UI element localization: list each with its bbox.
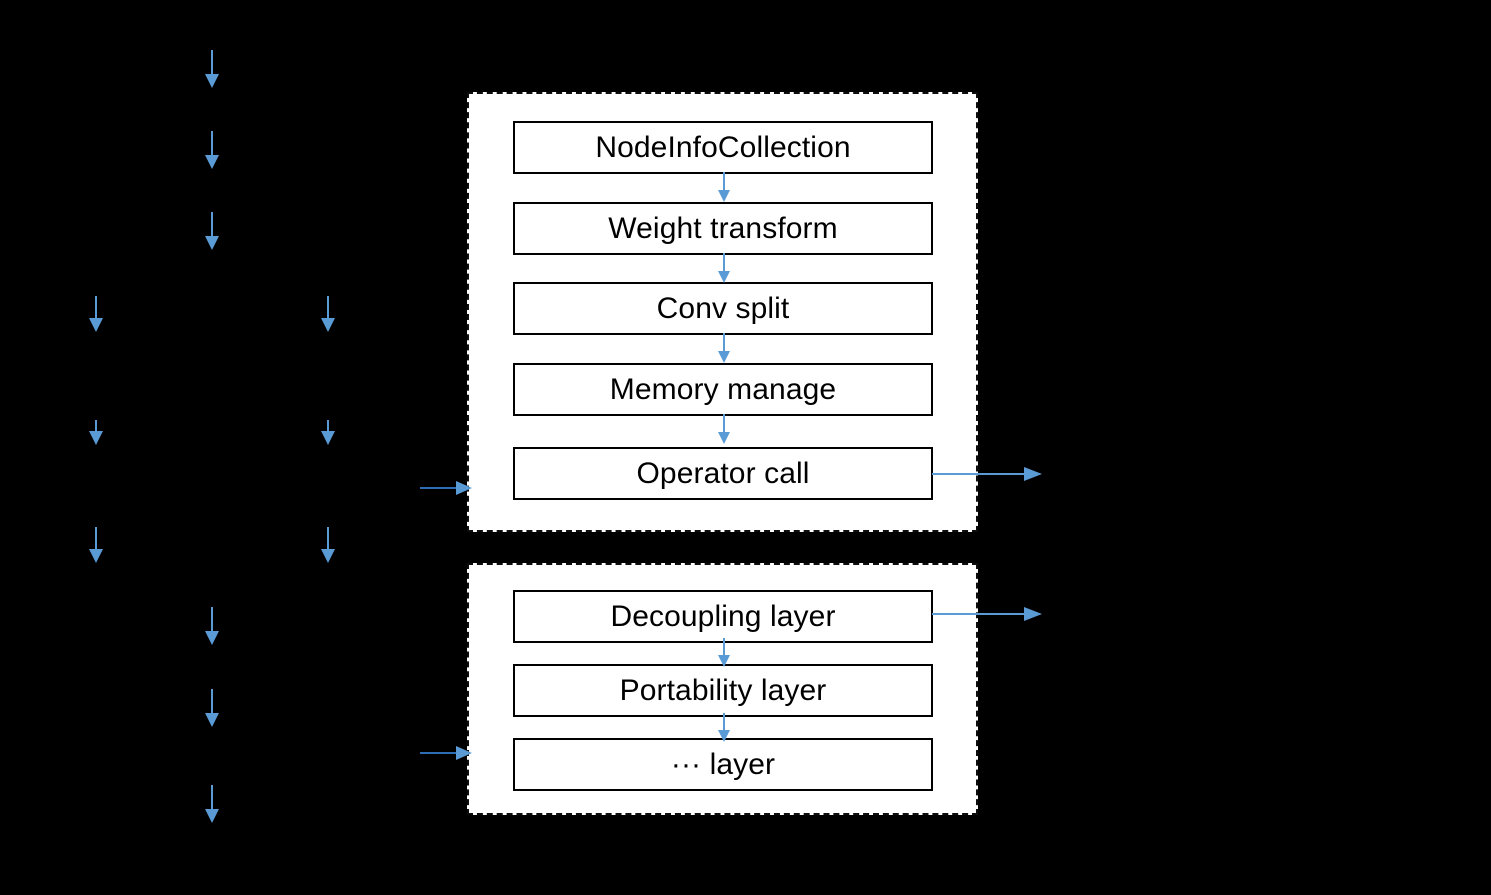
hidden-left-block bbox=[36, 332, 166, 420]
lower-layer-panel: Decoupling layer Portability layer ··· l… bbox=[467, 563, 978, 815]
hidden-left-block bbox=[120, 10, 305, 52]
hidden-left-block bbox=[268, 332, 398, 420]
layer-box-portability[interactable]: Portability layer bbox=[513, 664, 933, 717]
arrow-down-icon bbox=[319, 420, 337, 448]
layer-box-ellipsis[interactable]: ··· layer bbox=[513, 738, 933, 791]
arrow-down-icon bbox=[319, 296, 337, 334]
arrow-right-icon bbox=[420, 743, 474, 763]
hidden-left-block bbox=[268, 447, 398, 527]
hidden-left-block bbox=[36, 447, 166, 527]
hidden-left-block bbox=[120, 88, 305, 133]
pipeline-box-memory-manage[interactable]: Memory manage bbox=[513, 363, 933, 416]
arrow-down-icon bbox=[203, 785, 221, 825]
pipeline-box-conv-split[interactable]: Conv split bbox=[513, 282, 933, 335]
hidden-left-block bbox=[36, 252, 416, 298]
upper-pipeline-panel: NodeInfoCollection Weight transform Conv… bbox=[467, 92, 978, 532]
pipeline-box-operator-call[interactable]: Operator call bbox=[513, 447, 933, 500]
pipeline-box-weight-transform[interactable]: Weight transform bbox=[513, 202, 933, 255]
arrow-down-icon bbox=[203, 212, 221, 252]
arrow-down-icon bbox=[87, 296, 105, 334]
hidden-left-block bbox=[120, 170, 305, 214]
arrow-down-icon bbox=[87, 527, 105, 565]
arrow-down-icon bbox=[203, 50, 221, 90]
arrow-right-icon bbox=[420, 478, 474, 498]
arrow-down-icon bbox=[319, 527, 337, 565]
arrow-down-icon bbox=[87, 420, 105, 448]
arrow-down-icon bbox=[203, 689, 221, 729]
layer-box-decoupling[interactable]: Decoupling layer bbox=[513, 590, 933, 643]
arrow-down-icon bbox=[203, 607, 221, 647]
pipeline-box-nodeinfocollection[interactable]: NodeInfoCollection bbox=[513, 121, 933, 174]
arrow-down-icon bbox=[203, 131, 221, 171]
